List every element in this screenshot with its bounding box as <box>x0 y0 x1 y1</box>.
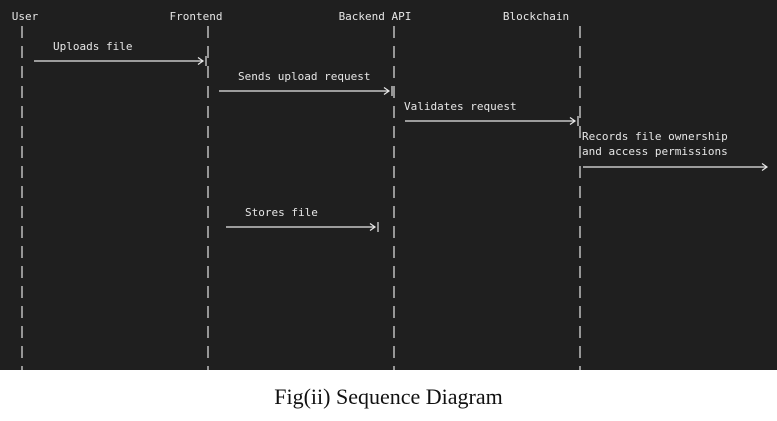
arrowhead-icon <box>569 117 577 125</box>
figure-caption: Fig(ii) Sequence Diagram <box>274 384 503 409</box>
sequence-diagram: User Frontend Backend API BlockchainUploads… <box>12 10 769 370</box>
message: Records file ownership and access permiss… <box>582 130 769 171</box>
participant-label: Blockchain <box>503 10 569 23</box>
message-label: Records file ownership <box>582 130 728 143</box>
arrowhead-icon <box>761 163 769 171</box>
message-label: Sends upload request <box>238 70 370 83</box>
participant-label: User <box>12 10 39 23</box>
message: Uploads file <box>34 40 207 66</box>
message: Stores file <box>226 206 379 232</box>
arrowhead-icon <box>369 223 377 231</box>
participant-label: Frontend <box>170 10 223 23</box>
participant-label: Backend API <box>339 10 412 23</box>
message-label: Stores file <box>245 206 318 219</box>
message-label: Uploads file <box>53 40 132 53</box>
arrowhead-icon <box>383 87 391 95</box>
message-label: and access permissions <box>582 145 728 158</box>
message: Sends upload request <box>219 70 393 96</box>
arrowhead-icon <box>197 57 205 65</box>
message: Validates request <box>404 100 579 126</box>
message-label: Validates request <box>404 100 517 113</box>
